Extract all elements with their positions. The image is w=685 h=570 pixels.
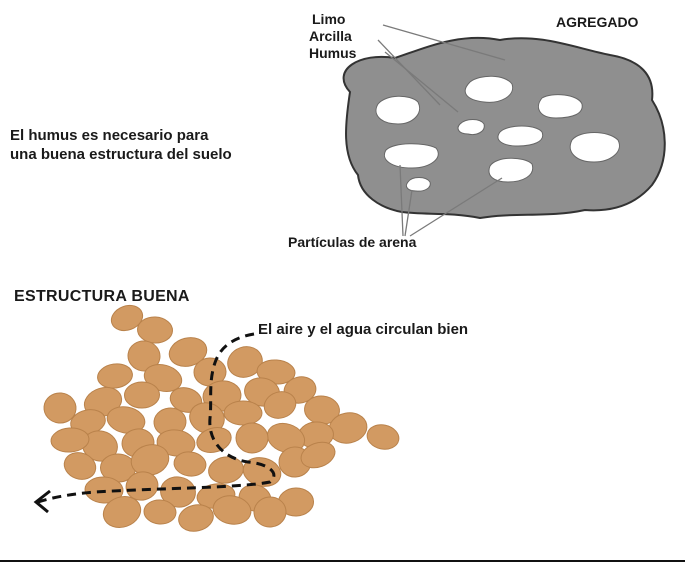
sand-particles — [375, 75, 620, 192]
soil-particle — [366, 424, 400, 450]
flow-arrowhead-icon — [33, 489, 51, 514]
soil-particle — [50, 427, 90, 453]
soil-particle — [223, 400, 263, 426]
soil-particle — [102, 496, 142, 528]
component-label-humus: Humus — [309, 45, 357, 61]
soil-particle — [168, 337, 208, 367]
soil-particle — [110, 304, 144, 332]
soil-particle — [124, 381, 160, 409]
sand-particle — [405, 177, 431, 192]
soil-particle — [178, 504, 214, 532]
soil-particle — [156, 429, 196, 457]
soil-particle — [43, 392, 77, 424]
sand-particle — [384, 143, 439, 169]
structure-title: ESTRUCTURA BUENA — [14, 288, 190, 305]
component-pointers — [377, 24, 506, 113]
sand-particles-label: Partículas de arena — [288, 234, 417, 250]
soil-particle — [106, 406, 146, 434]
soil-particle — [143, 499, 177, 525]
soil-particle — [266, 422, 306, 454]
sand-particle — [464, 75, 514, 103]
aggregate-title: AGREGADO — [556, 14, 639, 30]
soil-particle — [263, 391, 297, 419]
soil-particle — [235, 422, 269, 454]
humus-note-line-2: una buena estructura del suelo — [10, 146, 232, 163]
component-label-arcilla: Arcilla — [309, 28, 352, 44]
sand-particle — [497, 125, 544, 147]
sand-particle — [538, 94, 583, 119]
soil-particle — [127, 340, 161, 372]
soil-particle — [196, 426, 232, 454]
soil-particle — [173, 451, 207, 477]
soil-particle — [212, 495, 252, 525]
soil-particle — [97, 363, 133, 389]
soil-particle — [125, 471, 159, 501]
sand-particle — [457, 119, 485, 135]
component-label-limo: Limo — [312, 11, 346, 27]
soil-particle — [300, 441, 336, 469]
soil-particle — [63, 452, 97, 480]
sand-particle — [488, 157, 534, 183]
humus-note-line-1: El humus es necesario para — [10, 127, 209, 144]
air-water-label: El aire y el agua circulan bien — [258, 321, 469, 338]
soil-particle-cluster — [43, 304, 400, 532]
air-water-flow-path — [37, 332, 276, 504]
soil-particle — [130, 444, 170, 476]
sand-pointers — [399, 164, 503, 237]
soil-particle — [227, 346, 263, 378]
soil-particle — [208, 456, 244, 484]
soil-particle — [137, 316, 173, 344]
sand-particle — [569, 132, 620, 163]
aggregate-blob — [342, 36, 666, 220]
sand-particle — [375, 95, 420, 125]
soil-particle — [253, 496, 287, 528]
